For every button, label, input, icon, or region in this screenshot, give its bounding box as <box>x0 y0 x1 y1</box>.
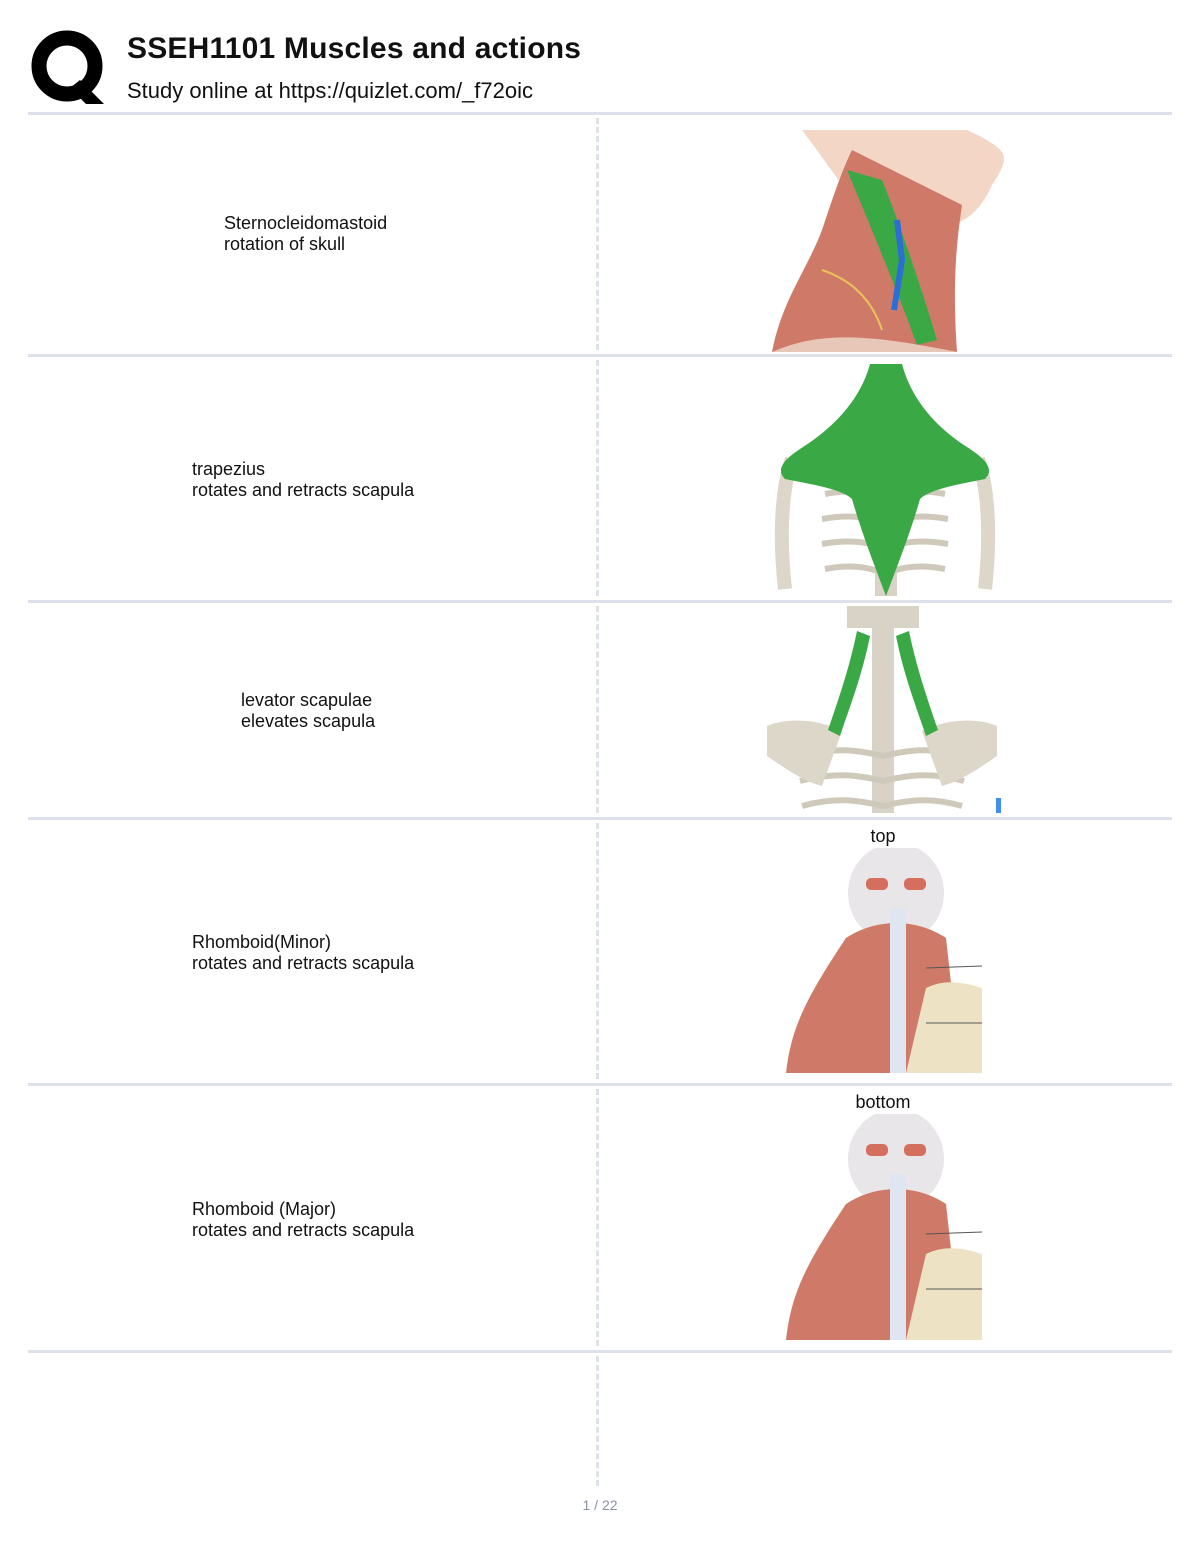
term-definition: rotates and retracts scapula <box>192 1220 415 1240</box>
column-divider <box>596 1356 599 1486</box>
term-name: Rhomboid (Major) <box>192 1199 337 1219</box>
column-divider <box>596 606 599 813</box>
divider <box>28 817 1172 820</box>
flashcard-term: Rhomboid (Major) rotates and retracts sc… <box>192 1199 414 1241</box>
image-caption: bottom <box>855 1092 911 1112</box>
divider <box>28 112 1172 115</box>
column-divider <box>596 1089 599 1346</box>
page-number: 1 / 22 <box>582 1497 618 1513</box>
divider <box>28 1083 1172 1086</box>
term-definition: rotates and retracts scapula <box>192 953 415 973</box>
term-definition: rotation of skull <box>224 234 346 254</box>
page-title: SSEH1101 Muscles and actions <box>127 32 582 65</box>
term-definition: elevates scapula <box>241 711 376 731</box>
divider <box>28 1350 1172 1353</box>
column-divider <box>596 360 599 596</box>
rhomboid-image <box>786 848 982 1073</box>
flashcard-term: Rhomboid(Minor) rotates and retracts sca… <box>192 932 414 974</box>
study-link-text[interactable]: Study online at https://quizlet.com/_f72… <box>127 78 534 103</box>
quizlet-logo-icon <box>31 30 104 104</box>
flashcard-term: levator scapulae elevates scapula <box>241 690 375 732</box>
column-divider <box>596 823 599 1079</box>
divider <box>28 354 1172 357</box>
flashcard-term: trapezius rotates and retracts scapula <box>192 459 414 501</box>
document-header: SSEH1101 Muscles and actions Study onlin… <box>30 28 1172 112</box>
levator-scapulae-image <box>767 606 1001 813</box>
term-name: levator scapulae <box>241 690 373 710</box>
image-caption: top <box>870 826 896 846</box>
rhomboid-image <box>786 1114 982 1340</box>
term-definition: rotates and retracts scapula <box>192 480 415 500</box>
divider <box>28 600 1172 603</box>
term-name: trapezius <box>192 459 266 479</box>
trapezius-image <box>774 364 996 596</box>
neck-muscle-image <box>772 130 1004 352</box>
term-name: Rhomboid(Minor) <box>192 932 332 952</box>
column-divider <box>596 118 599 350</box>
flashcard-term: Sternocleidomastoid rotation of skull <box>224 213 387 255</box>
term-name: Sternocleidomastoid <box>224 213 388 233</box>
